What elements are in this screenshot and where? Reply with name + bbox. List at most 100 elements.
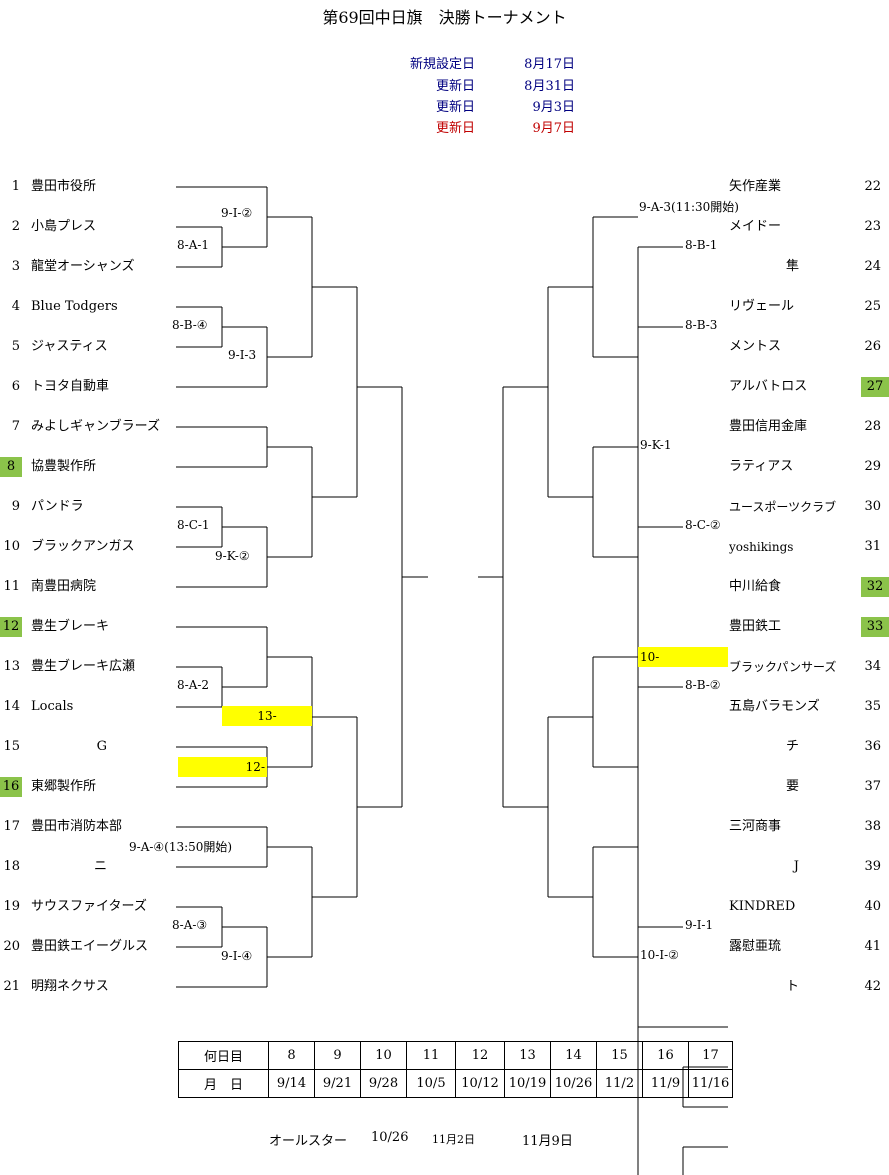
team-number: 38 xyxy=(864,819,881,834)
team-number: 2 xyxy=(11,219,20,234)
team-name: 五島バラモンズ xyxy=(729,699,820,714)
match-label-8-C-2: 8-C-② xyxy=(684,518,722,532)
team-number: 34 xyxy=(864,659,881,674)
match-label-9-A-4: 9-A-④(13:50開始) xyxy=(128,838,234,855)
team-number: 13 xyxy=(3,659,20,674)
schedule-date-cell: 11/16 xyxy=(688,1069,733,1098)
team-number: 10 xyxy=(3,539,20,554)
schedule-day-cell: 8 xyxy=(268,1041,315,1070)
match-label-9-K-1: 9-K-1 xyxy=(639,438,673,452)
schedule-day-cell: 9 xyxy=(314,1041,361,1070)
team-name: yoshikings xyxy=(729,540,794,554)
match-label-8-B-3: 8-B-3 xyxy=(684,318,719,332)
team-number: 33 xyxy=(861,617,889,637)
update-date: 9月7日 xyxy=(532,121,575,136)
update-label: 更新日 xyxy=(435,79,475,94)
match-label-13: 13- xyxy=(222,706,312,726)
match-label-8-A-1: 8-A-1 xyxy=(176,238,211,252)
footer-date-a: 11月2日 xyxy=(432,1133,475,1146)
team-number: 20 xyxy=(3,939,20,954)
schedule-header-day: 何日目 xyxy=(178,1041,269,1070)
team-number: 16 xyxy=(0,777,22,797)
team-name: 小島プレス xyxy=(31,219,97,234)
schedule-date-cell: 10/12 xyxy=(455,1069,505,1098)
team-number: 3 xyxy=(11,259,20,274)
team-number: 31 xyxy=(864,539,881,554)
team-name: ラティアス xyxy=(729,459,794,474)
match-label-9-I-3: 9-I-3 xyxy=(227,348,258,362)
match-label-10-I-2: 10-I-② xyxy=(639,948,680,962)
schedule-row-day: 何日目 8 9 10 11 12 13 14 15 16 17 xyxy=(178,1041,733,1070)
team-name: 豊生ブレーキ広瀬 xyxy=(31,659,136,674)
team-name: 要 xyxy=(785,779,799,794)
team-name: 中川給食 xyxy=(729,579,782,594)
team-name: 龍堂オーシャンズ xyxy=(31,259,135,274)
team-name: みよしギャンブラーズ xyxy=(31,419,160,434)
team-name: 豊田市役所 xyxy=(31,179,97,194)
schedule-day-cell: 10 xyxy=(360,1041,407,1070)
schedule-day-cell: 13 xyxy=(504,1041,551,1070)
schedule-day-cell: 12 xyxy=(455,1041,505,1070)
match-label-9-I-1: 9-I-1 xyxy=(684,918,715,932)
team-number: 7 xyxy=(11,419,20,434)
team-name: 東郷製作所 xyxy=(31,779,97,794)
team-name: 明翔ネクサス xyxy=(31,979,109,994)
team-name: ブラックアンガス xyxy=(31,539,135,554)
update-date: 8月17日 xyxy=(524,57,575,72)
team-number: 1 xyxy=(11,179,20,194)
team-number: 4 xyxy=(11,299,20,314)
team-name: ブラックパンサーズ xyxy=(729,660,837,674)
team-number: 41 xyxy=(864,939,881,954)
match-label-8-A-3: 8-A-③ xyxy=(171,918,209,932)
team-name: サウスファイターズ xyxy=(31,899,147,914)
team-number: 37 xyxy=(864,779,881,794)
update-label: 更新日 xyxy=(435,100,475,115)
team-name: リヴェール xyxy=(729,299,795,314)
team-name: 南豊田病院 xyxy=(31,579,97,594)
team-number: 26 xyxy=(864,339,881,354)
team-name: メイドー xyxy=(729,219,782,234)
team-name: G xyxy=(96,739,107,754)
team-name: ジャスティス xyxy=(31,339,108,354)
team-name: 矢作産業 xyxy=(729,179,782,194)
team-number: 29 xyxy=(864,459,881,474)
team-number: 18 xyxy=(3,859,20,874)
match-label-12: 12- xyxy=(178,757,267,777)
update-label: 新規設定日 xyxy=(409,57,475,72)
team-name: パンドラ xyxy=(31,499,84,514)
team-name: J xyxy=(793,859,799,874)
team-name: ニ xyxy=(93,859,107,874)
match-label-9-I-4: 9-I-④ xyxy=(220,949,254,963)
team-number: 9 xyxy=(11,499,20,514)
allstar-label: オールスター xyxy=(269,1134,348,1149)
team-name: ト xyxy=(785,979,799,994)
match-label-9-I-2: 9-I-② xyxy=(220,206,254,220)
team-name: チ xyxy=(785,739,799,754)
schedule-day-cell: 17 xyxy=(688,1041,733,1070)
team-number: 30 xyxy=(864,499,881,514)
team-name: ユースポーツクラブ xyxy=(729,500,837,514)
schedule-date-cell: 9/21 xyxy=(314,1069,361,1098)
team-number: 40 xyxy=(864,899,881,914)
team-name: 隼 xyxy=(785,259,799,274)
team-number: 27 xyxy=(861,377,889,397)
team-number: 24 xyxy=(864,259,881,274)
schedule-date-cell: 9/28 xyxy=(360,1069,407,1098)
team-name: 豊田鉄エイーグルス xyxy=(31,939,149,954)
schedule-day-cell: 14 xyxy=(550,1041,597,1070)
team-name: 豊生ブレーキ xyxy=(31,619,110,634)
match-label-9-K-2: 9-K-② xyxy=(214,549,251,563)
team-number: 12 xyxy=(0,617,22,637)
team-number: 11 xyxy=(3,579,20,594)
update-label: 更新日 xyxy=(435,121,475,136)
schedule-row-date: 月 日 9/14 9/21 9/28 10/5 10/12 10/19 10/2… xyxy=(178,1069,733,1098)
team-number: 22 xyxy=(864,179,881,194)
team-number: 14 xyxy=(3,699,20,714)
team-number: 28 xyxy=(864,419,881,434)
schedule-date-cell: 10/26 xyxy=(550,1069,597,1098)
team-name: KINDRED xyxy=(729,899,796,914)
team-name: Blue Todgers xyxy=(31,299,118,314)
match-label-8-B-4: 8-B-④ xyxy=(171,318,209,332)
schedule-date-cell: 9/14 xyxy=(268,1069,315,1098)
